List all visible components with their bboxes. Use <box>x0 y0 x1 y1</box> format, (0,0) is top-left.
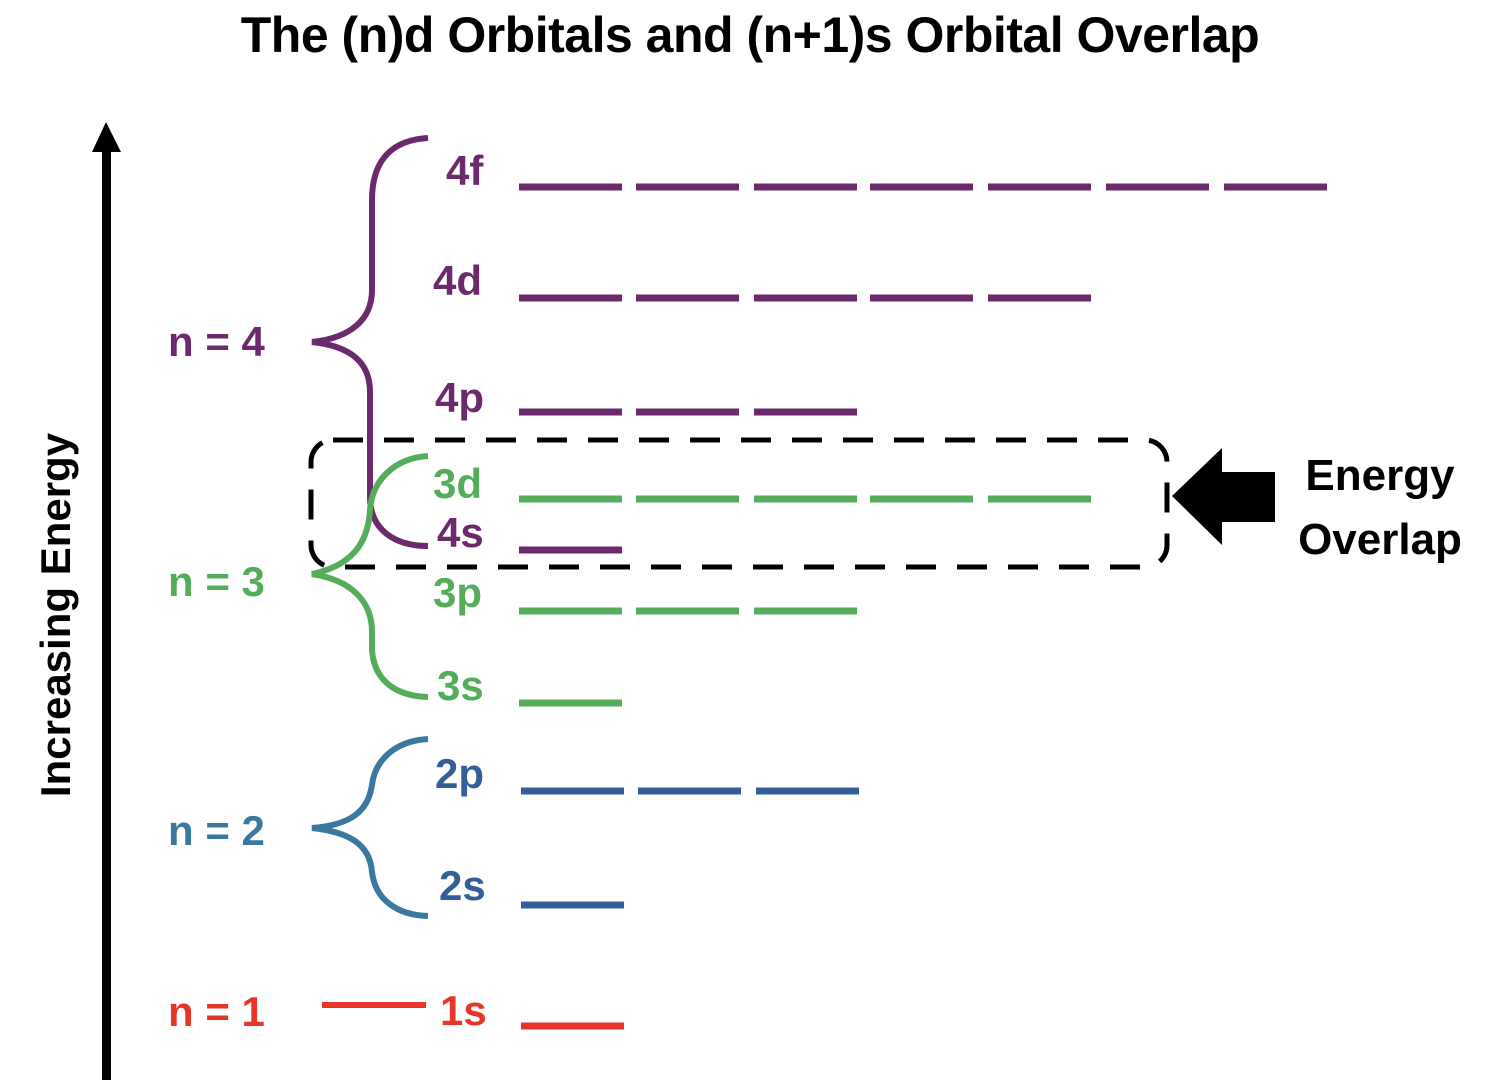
orbital-line-4f <box>754 183 857 191</box>
energy-overlap-box <box>308 437 1170 570</box>
subshell-label-3s: 3s <box>437 662 484 709</box>
orbital-line-4p <box>636 408 739 416</box>
orbital-line-4f <box>1224 183 1327 191</box>
brace-n2 <box>311 736 429 919</box>
left-arrow-icon <box>1172 448 1275 545</box>
orbital-line-4f <box>636 183 739 191</box>
orbital-line-3d <box>870 495 973 503</box>
orbital-line-2p <box>756 787 859 795</box>
subshell-label-1s: 1s <box>440 987 487 1034</box>
subshell-label-4s: 4s <box>437 509 484 556</box>
orbital-line-4s <box>519 546 622 554</box>
orbital-line-4f <box>988 183 1091 191</box>
subshell-label-4d: 4d <box>433 257 482 304</box>
shell-label-n1: n = 1 <box>168 988 265 1035</box>
orbital-line-3d <box>636 495 739 503</box>
orbital-line-3p <box>636 607 739 615</box>
subshell-label-3d: 3d <box>433 460 482 507</box>
orbital-line-4f <box>1106 183 1209 191</box>
orbital-line-2s <box>521 901 624 909</box>
orbital-line-3p <box>519 607 622 615</box>
subshell-label-2p: 2p <box>435 750 484 797</box>
orbital-line-4d <box>754 294 857 302</box>
orbital-line-3p <box>754 607 857 615</box>
subshell-label-3p: 3p <box>433 569 482 616</box>
orbital-line-3d <box>988 495 1091 503</box>
orbital-line-4f <box>870 183 973 191</box>
callout-line1: Energy <box>1305 451 1455 500</box>
orbital-line-4d <box>870 294 973 302</box>
orbital-line-4d <box>988 294 1091 302</box>
subshell-label-2s: 2s <box>439 862 486 909</box>
axis-label: Increasing Energy <box>32 432 79 797</box>
orbital-line-4f <box>519 183 622 191</box>
callout-line2: Overlap <box>1298 515 1462 564</box>
orbital-line-4p <box>754 408 857 416</box>
brace-n3 <box>311 453 429 700</box>
orbital-line-1s <box>521 1022 624 1030</box>
orbital-line-3s <box>519 699 622 707</box>
shell-label-n2: n = 2 <box>168 807 265 854</box>
orbital-line-4d <box>519 294 622 302</box>
orbital-line-3d <box>519 495 622 503</box>
energy-axis-arrow-icon <box>92 122 121 1080</box>
subshell-label-4f: 4f <box>446 147 484 194</box>
orbital-line-3d <box>754 495 857 503</box>
brace-n4 <box>311 135 429 549</box>
shell-label-n4: n = 4 <box>168 318 266 365</box>
diagram-title: The (n)d Orbitals and (n+1)s Orbital Ove… <box>240 7 1260 63</box>
subshell-label-4p: 4p <box>435 374 484 421</box>
orbital-line-2p <box>521 787 624 795</box>
orbital-line-2p <box>638 787 741 795</box>
shell-label-n3: n = 3 <box>168 558 265 605</box>
orbital-lines <box>519 183 1327 1030</box>
orbital-line-4p <box>519 408 622 416</box>
orbital-line-4d <box>636 294 739 302</box>
